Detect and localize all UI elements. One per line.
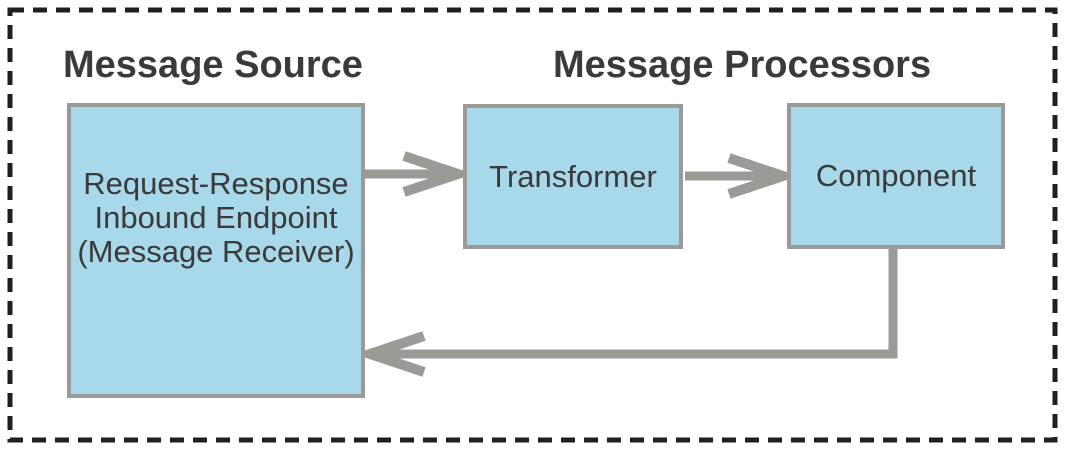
- heading-message-source: Message Source: [63, 44, 363, 86]
- arrow-source-to-transformer: [363, 151, 474, 197]
- arrow-transformer-to-component: [685, 153, 799, 199]
- node-inbound-endpoint-label: Request-Response Inbound Endpoint (Messa…: [77, 166, 355, 269]
- node-component: Component: [787, 103, 1005, 249]
- heading-message-processors: Message Processors: [553, 44, 932, 86]
- node-transformer-label: Transformer: [489, 158, 657, 194]
- arrow-component-to-source: [354, 247, 898, 377]
- node-inbound-endpoint: Request-Response Inbound Endpoint (Messa…: [67, 103, 365, 398]
- node-component-label: Component: [815, 158, 977, 193]
- node-transformer: Transformer: [463, 104, 683, 249]
